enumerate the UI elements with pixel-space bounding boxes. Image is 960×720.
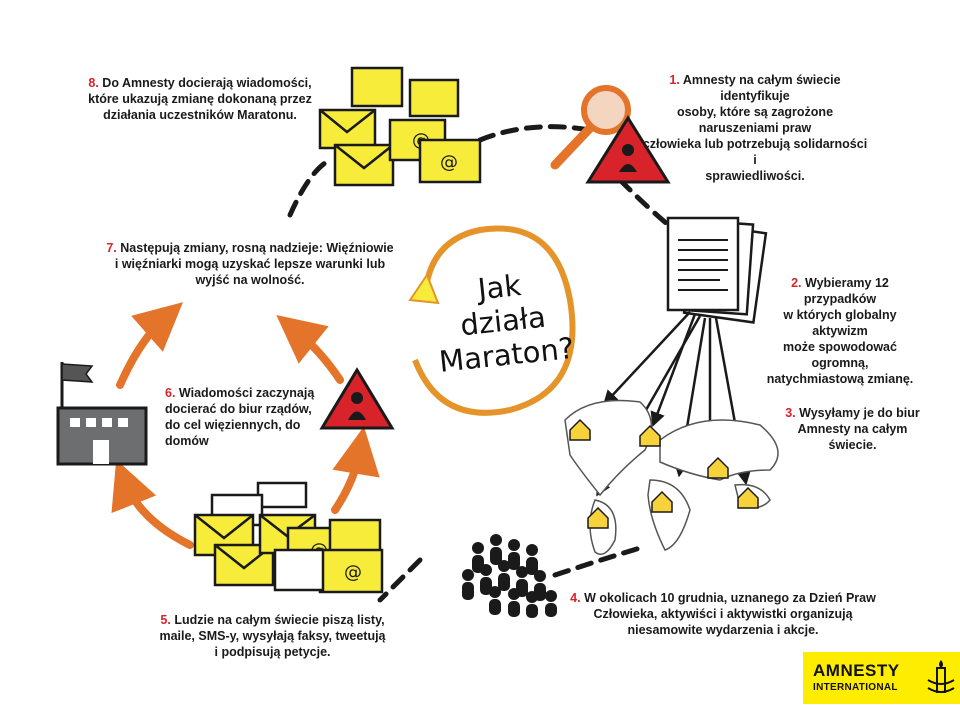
step-line: sprawiedliwości. (705, 169, 805, 183)
amnesty-logo: AMNESTY INTERNATIONAL (803, 652, 960, 704)
orange-arrows (111, 302, 380, 549)
step-number: 3. (785, 406, 796, 420)
step-number: 8. (88, 76, 99, 90)
step-number: 7. (106, 241, 117, 255)
step-line: Następują zmiany, rosną nadzieje: Więźni… (120, 241, 394, 255)
step-line: domów (165, 434, 209, 448)
step-line: do cel więziennych, do (165, 418, 301, 432)
step-number: 2. (791, 276, 802, 290)
logo-line-1: AMNESTY (813, 661, 900, 680)
step-line: Wiadomości zaczynają (178, 386, 315, 400)
step-line: i podpisują petycje. (214, 645, 331, 659)
envelopes-bottom-icon: @ @ (193, 481, 384, 594)
step-line: Ludzie na całym świecie piszą listy, (174, 613, 385, 627)
step-line: działania uczestników Maratonu. (103, 108, 297, 122)
step-line: Człowieka, aktywiści i aktywistki organi… (593, 607, 853, 621)
step-line: wyjść na wolność. (195, 273, 305, 287)
step-line: docierać do biur rządów, (165, 402, 312, 416)
step-line: natychmiastową zmianę. (766, 372, 914, 386)
center-title: Jak działa Maraton? (413, 261, 593, 380)
dashed-cycle-path (287, 124, 675, 603)
step-5-text: 5. Ludzie na całym świecie piszą listy, … (150, 612, 395, 660)
step-7-text: 7. Następują zmiany, rosną nadzieje: Wię… (100, 240, 400, 288)
step-1-text: 1. Amnesty na całym świecie identyfikuje… (640, 72, 870, 184)
magnifier-icon (550, 85, 631, 170)
step-number: 6. (165, 386, 176, 400)
step-4-text: 4. W okolicach 10 grudnia, uznanego za D… (568, 590, 878, 638)
step-line: człowieka lub potrzebują solidarności i (642, 137, 868, 167)
step-line: Do Amnesty docierają wiadomości, (102, 76, 312, 90)
candle-logo-icon (927, 660, 955, 693)
step-line: może spowodować ogromną, (783, 340, 897, 370)
svg-text:@: @ (440, 152, 458, 173)
step-number: 5. (160, 613, 171, 627)
warning-triangle-icon-2 (319, 367, 395, 430)
step-line: które ukazują zmianę dokonaną przez (88, 92, 312, 106)
logo-line-2: INTERNATIONAL (813, 682, 898, 693)
envelopes-top-icon: @ @ (318, 66, 482, 187)
warning-triangle-icon (585, 115, 671, 184)
step-2-text: 2. Wybieramy 12 przypadków w których glo… (760, 275, 920, 387)
prison-building-icon (56, 362, 148, 466)
step-line: Amnesty na całym świecie identyfikuje (682, 73, 841, 103)
step-line: i więźniarki mogą uzyskać lepsze warunki… (114, 257, 386, 271)
step-line: Amnesty na całym świecie. (797, 422, 908, 452)
step-6-text: 6. Wiadomości zaczynają docierać do biur… (165, 385, 315, 449)
step-line: niesamowite wydarzenia i akcje. (627, 623, 819, 637)
step-8-text: 8. Do Amnesty docierają wiadomości, któr… (75, 75, 325, 123)
crowd-icon (462, 534, 557, 618)
step-line: W okolicach 10 grudnia, uznanego za Dzie… (584, 591, 876, 605)
step-line: w których globalny aktywizm (783, 308, 897, 338)
documents-icon (666, 216, 768, 324)
circular-arrow-icon (408, 225, 576, 416)
step-number: 4. (570, 591, 581, 605)
step-line: Wysyłamy je do biur (799, 406, 920, 420)
step-line: osoby, które są zagrożone naruszeniami p… (676, 105, 834, 135)
svg-text:@: @ (344, 562, 362, 583)
step-number: 1. (669, 73, 680, 87)
step-line: Wybieramy 12 przypadków (803, 276, 889, 306)
step-line: maile, SMS-y, wysyłają faksy, tweetują (159, 629, 386, 643)
step-3-text: 3. Wysyłamy je do biur Amnesty na całym … (775, 405, 930, 453)
office-house-icons (569, 418, 759, 529)
